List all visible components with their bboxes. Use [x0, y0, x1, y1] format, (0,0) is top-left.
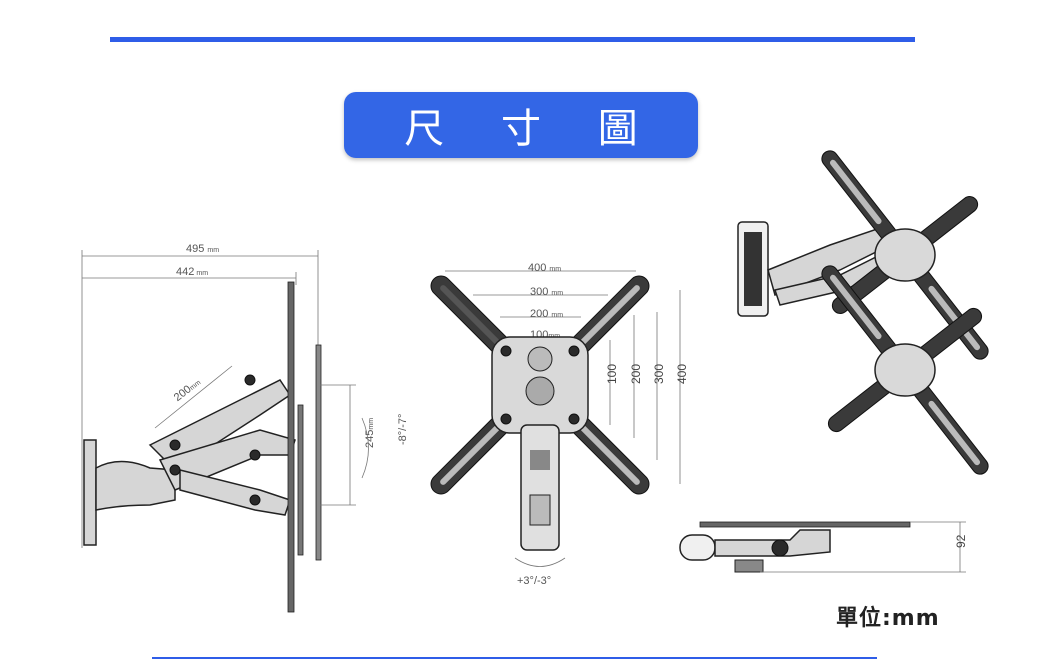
- dim-v300-label: 300: [652, 364, 666, 384]
- tv-plate-1: [287, 281, 295, 613]
- dim-200-label: 200mm: [172, 376, 203, 404]
- dim-v200-label: 200: [629, 364, 643, 384]
- dim-h200-label: 200 mm: [530, 308, 563, 320]
- dim-495-label: 495 mm: [186, 243, 219, 255]
- isometric-view: [737, 150, 989, 475]
- dim-h300-label: 300 mm: [530, 286, 563, 298]
- unit-label: 單位:mm: [836, 606, 940, 631]
- top-divider: [110, 37, 915, 42]
- page-title: 尺 寸 圖: [404, 106, 660, 152]
- title-banner: 尺 寸 圖: [344, 92, 698, 158]
- dim-245-label: 245mm: [364, 418, 376, 448]
- dim-h400-label: 400 mm: [528, 262, 561, 274]
- top-view: 92: [679, 521, 968, 573]
- dim-92-label: 92: [954, 534, 968, 548]
- bottom-divider: [152, 657, 877, 659]
- dim-v400-label: 400: [675, 364, 689, 384]
- rotation-label: +3°/-3°: [517, 575, 551, 587]
- front-view: 400 mm 300 mm 200 mm 100mm: [430, 262, 689, 587]
- tilt-label: -8°/-7°: [397, 414, 409, 445]
- wall-plate: [83, 439, 97, 546]
- dim-v100-label: 100: [605, 364, 619, 384]
